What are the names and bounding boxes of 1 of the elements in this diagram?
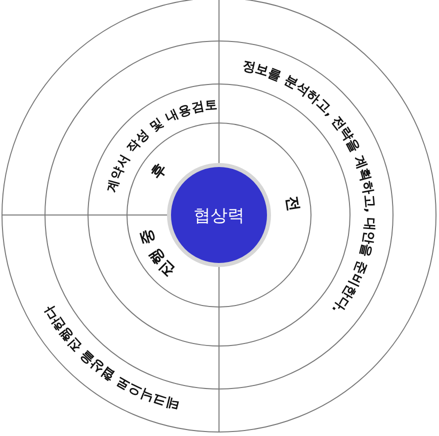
ring-label: 전 [283, 194, 304, 212]
